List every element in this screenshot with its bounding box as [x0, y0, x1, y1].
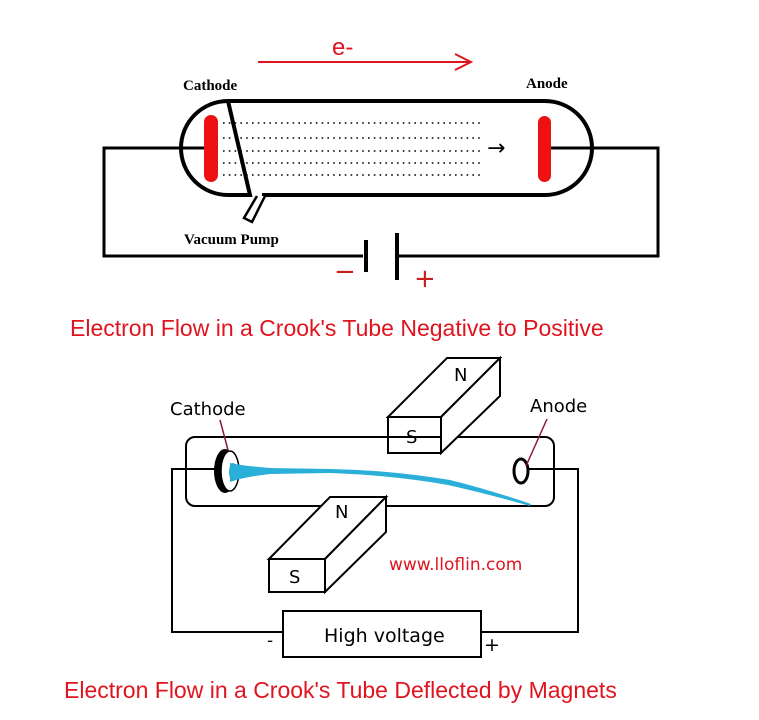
cathode-label: Cathode [183, 78, 238, 94]
watermark: www.lloflin.com [389, 555, 522, 575]
high-voltage-label: High voltage [324, 625, 445, 647]
magnet-top-front [387, 416, 442, 454]
direction-arrow: → [487, 136, 505, 161]
cathode-plate [204, 115, 218, 182]
supply-positive-sign: + [484, 634, 500, 656]
electron-label: e- [332, 34, 353, 61]
top-diagram: e- Cathode Anode Vacuum Pump → [70, 34, 660, 341]
anode-plate [538, 116, 551, 182]
battery-negative-sign: − [334, 257, 356, 287]
wire-negative [102, 146, 363, 258]
supply-negative-sign: - [267, 631, 273, 651]
cathode-label: Cathode [170, 399, 246, 420]
cathode-leader-line [219, 419, 229, 451]
magnet-bottom-north: N [335, 502, 348, 523]
electron-stream [223, 122, 480, 176]
vacuum-pump-label: Vacuum Pump [184, 232, 279, 248]
anode-leader-line [525, 418, 548, 467]
vacuum-pump-stem [242, 195, 267, 224]
bottom-diagram: N S Cathode Anode N S www.lloflin.com [64, 355, 617, 703]
beam-source [229, 463, 237, 481]
bottom-caption: Electron Flow in a Crook's Tube Deflecte… [64, 677, 617, 703]
magnet-bottom: N S [266, 494, 389, 595]
electron-beam [230, 463, 531, 506]
wire-positive [397, 146, 660, 258]
magnet-bottom-south: S [289, 567, 300, 588]
magnet-top-north: N [454, 365, 467, 386]
anode-disc [512, 457, 530, 485]
glass-tube [179, 98, 594, 197]
anode-label: Anode [526, 76, 568, 92]
high-voltage-supply [282, 610, 482, 658]
magnet-top: N S [385, 355, 503, 456]
top-caption: Electron Flow in a Crook's Tube Negative… [70, 315, 604, 341]
anode-label: Anode [530, 396, 587, 417]
wire-negative [171, 468, 283, 633]
magnet-bottom-front [268, 558, 326, 593]
battery-positive-sign: + [414, 264, 436, 294]
electron-flow-arrow-head [454, 53, 474, 71]
